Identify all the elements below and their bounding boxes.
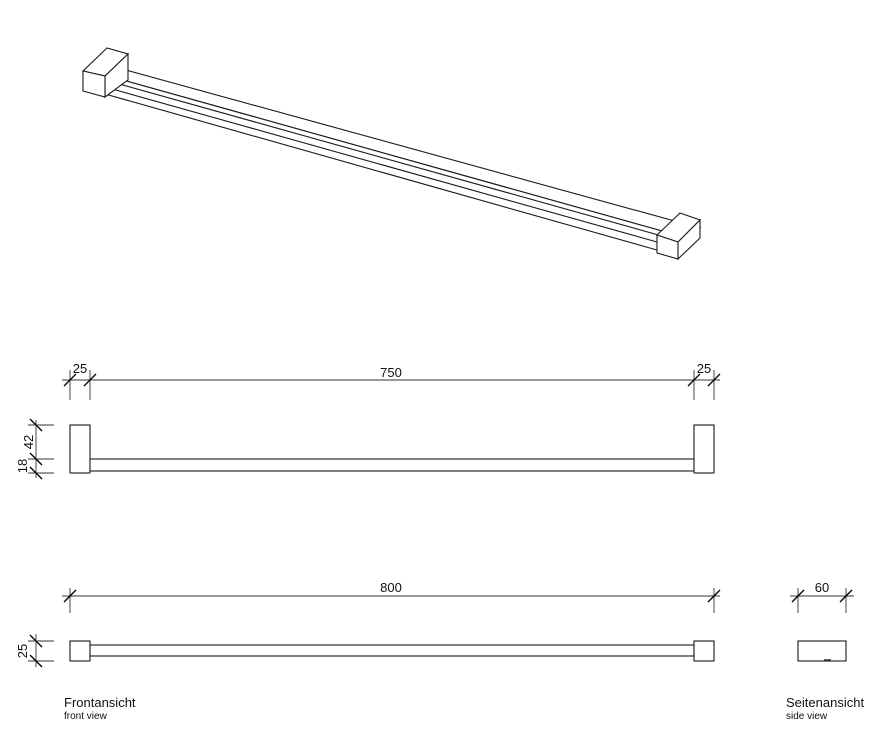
side-mount	[797, 640, 847, 662]
bar-top	[89, 644, 695, 657]
right-mount-iso	[655, 212, 702, 261]
right-mount-front	[693, 424, 715, 474]
front-view-bottom: 800 25	[15, 580, 721, 668]
right-mount-top	[693, 640, 715, 662]
dim-overall-length: 800	[380, 580, 402, 595]
front-view-top: 25 750 25 42 18	[15, 361, 721, 480]
side-view-title: Seitenansicht	[786, 695, 865, 710]
isometric-view	[81, 47, 702, 261]
dim-left-mount: 25	[73, 361, 87, 376]
dim-right-mount: 25	[697, 361, 711, 376]
dim-mount-depth: 25	[15, 644, 30, 658]
dim-side-width: 60	[815, 580, 829, 595]
side-view-label: Seitenansicht side view	[786, 695, 864, 722]
side-view-subtitle: side view	[786, 711, 828, 722]
front-view-subtitle: front view	[64, 711, 107, 722]
side-view: 60	[790, 580, 854, 662]
front-view-label: Frontansicht front view	[64, 695, 136, 722]
left-mount-front	[69, 424, 91, 474]
front-view-title: Frontansicht	[64, 695, 136, 710]
left-mount-iso	[81, 47, 130, 99]
dim-bar-length: 750	[380, 365, 402, 380]
dim-bar-height: 18	[15, 459, 30, 473]
left-mount-top	[69, 640, 91, 662]
bar-front	[89, 458, 695, 472]
dim-mount-height: 42	[21, 435, 36, 449]
